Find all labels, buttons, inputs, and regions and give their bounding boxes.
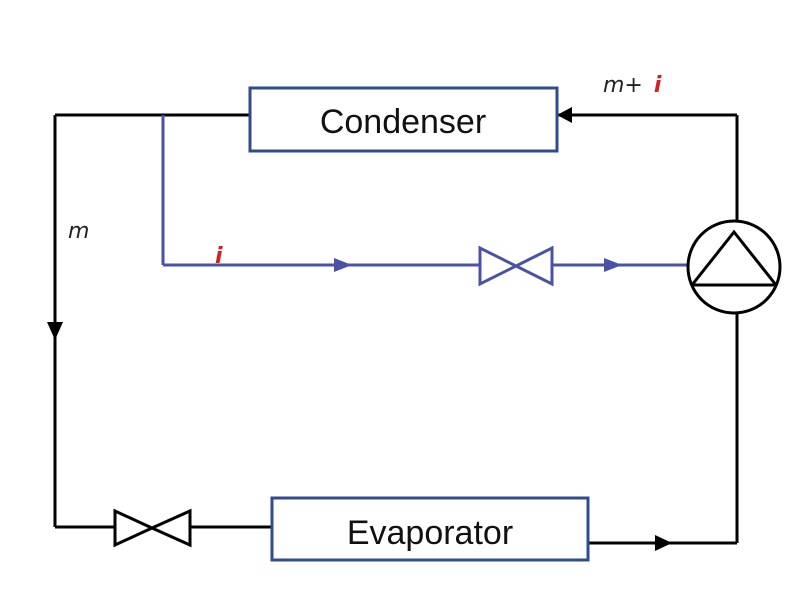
condenser-label: Condenser: [320, 103, 486, 141]
evaporator-label: Evaporator: [347, 514, 513, 552]
arrow-into-condenser: [557, 107, 572, 123]
injection-arrows: [334, 258, 622, 272]
arrow-bottom-right: [655, 535, 672, 551]
compressor-icon: [686, 219, 782, 315]
expansion-valve-icon: [113, 508, 192, 548]
injection-arrow-1: [334, 258, 352, 272]
condenser-box: Condenser: [248, 86, 559, 153]
flow-label-m-plus: m+: [603, 73, 643, 98]
main-loop-arrows: [47, 107, 672, 551]
flow-label-m: m: [68, 219, 89, 244]
injection-valve-icon: [478, 245, 554, 287]
flow-label-compressor-outlet: m+ i: [603, 73, 662, 98]
flow-label-i-outlet: i: [654, 73, 662, 98]
flow-label-i: i: [215, 244, 223, 269]
injection-arrow-2: [604, 258, 622, 272]
main-loop-lines: [53, 113, 739, 545]
evaporator-box: Evaporator: [270, 496, 590, 562]
arrow-left-down: [47, 322, 63, 340]
